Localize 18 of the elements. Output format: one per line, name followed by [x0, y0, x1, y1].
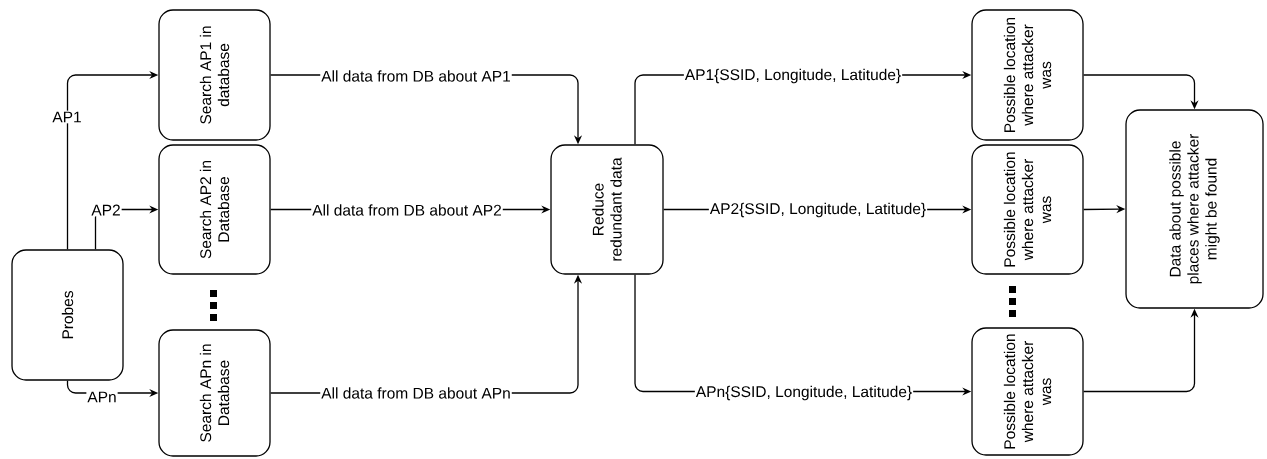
- process-box: Possible location where attacker was: [971, 144, 1084, 275]
- edge-label: APn: [86, 390, 118, 404]
- process-box: Reduce redundant data: [550, 144, 664, 275]
- process-box: Possible location where attacker was: [971, 9, 1084, 141]
- process-box: Search AP2 in Database: [158, 144, 271, 275]
- edge-label: All data from DB about AP2: [311, 203, 503, 217]
- edge-label: APn{SSID, Longitude, Latitude}: [694, 384, 914, 402]
- edge-label: AP1: [51, 110, 83, 124]
- edge-label: All data from DB about AP1: [320, 69, 512, 83]
- process-box: Search AP1 in database: [158, 9, 271, 141]
- edge-label: All data from DB about APn: [320, 386, 512, 400]
- process-box: Search APn in Database: [158, 329, 271, 457]
- edge-label: AP1{SSID, Longitude, Latitude}: [683, 67, 903, 85]
- process-box: Data about possible places where attacker might be found: [1125, 109, 1264, 309]
- edge-label: AP2{SSID, Longitude, Latitude}: [708, 201, 928, 219]
- process-box: Possible location where attacker was: [971, 327, 1084, 456]
- process-box: Probes: [11, 249, 124, 381]
- edge-label: AP2: [90, 203, 122, 217]
